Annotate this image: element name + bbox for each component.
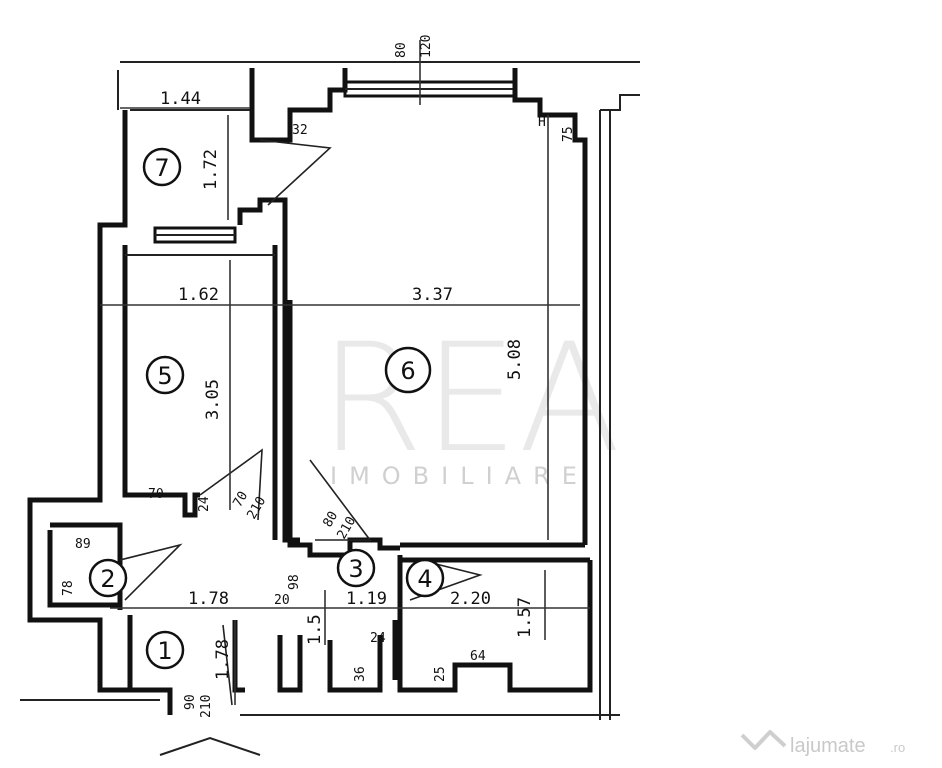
dim-door5-a: 70	[230, 489, 251, 510]
room-6-number: 6	[400, 357, 415, 385]
room-7-number: 7	[154, 154, 169, 182]
room-4-number: 4	[417, 565, 432, 593]
dim-right-small-2: H	[538, 115, 546, 130]
dim-hall-width: 1.78	[188, 589, 229, 609]
watermark-subtitle: IMOBILIARE	[330, 462, 589, 490]
dim-wall-20: 20	[274, 593, 290, 608]
site-logo-tld: .ro	[890, 740, 905, 755]
room-2-marker: 2	[88, 558, 128, 598]
dim-room1-height: 1.78	[213, 639, 233, 680]
dim-room6-height: 5.08	[505, 339, 525, 380]
dim-room7-width: 1.44	[160, 89, 201, 109]
room-3-number: 3	[348, 555, 363, 583]
room-5-marker: 5	[145, 355, 185, 395]
dim-room4-height: 1.57	[515, 597, 535, 638]
dim-door2-a: 89	[75, 537, 91, 552]
dim-room5-width: 1.62	[178, 285, 219, 305]
dim-right-small: 75	[561, 126, 576, 142]
dim-wall-32: 32	[292, 123, 308, 138]
room-1-number: 1	[157, 637, 172, 665]
room-5-number: 5	[157, 362, 172, 390]
dim-wall-64: 64	[470, 649, 486, 664]
watermark-brand: REA	[319, 312, 621, 486]
dim-wall-98: 98	[287, 574, 302, 590]
dim-room3-width: 1.19	[346, 589, 387, 609]
dim-room4-width: 2.20	[450, 589, 491, 609]
dim-top-left: 80	[394, 42, 409, 58]
context-lines	[20, 61, 640, 720]
dim-wall-24: 24	[197, 496, 212, 512]
logo-icon	[740, 730, 787, 750]
dim-door6-a: 80	[320, 509, 341, 530]
room-4-marker: 4	[405, 558, 445, 598]
room-1-marker: 1	[145, 630, 185, 670]
dim-room5-height: 3.05	[203, 379, 223, 420]
dim-entry-b: 210	[199, 695, 214, 718]
dim-wall-36: 36	[353, 666, 368, 682]
dim-door2-b: 78	[61, 580, 76, 596]
dimension-lines	[100, 40, 590, 705]
dim-entry-a: 90	[183, 694, 198, 710]
dim-wall-24b: 24	[370, 631, 386, 646]
site-logo-name: lajumate	[790, 735, 866, 757]
dim-wall-25: 25	[433, 666, 448, 682]
dim-room3-height: 1.5	[305, 614, 325, 645]
dimension-labels: 1.44 1.72 32 80 120 75 H 1.62 3.05 3.37 …	[61, 35, 576, 718]
room-labels: 7 5 6 2 3 4 1	[88, 147, 445, 670]
room-2-number: 2	[100, 565, 115, 593]
dim-wall-70: 70	[148, 487, 164, 502]
room-7-marker: 7	[142, 147, 182, 187]
site-logo: lajumate .ro	[740, 730, 905, 757]
dim-top-right: 120	[419, 35, 434, 58]
dim-room6-width: 3.37	[412, 285, 453, 305]
dim-room7-height: 1.72	[201, 149, 221, 190]
room-6-marker: 6	[384, 346, 432, 394]
room-3-marker: 3	[336, 548, 376, 588]
